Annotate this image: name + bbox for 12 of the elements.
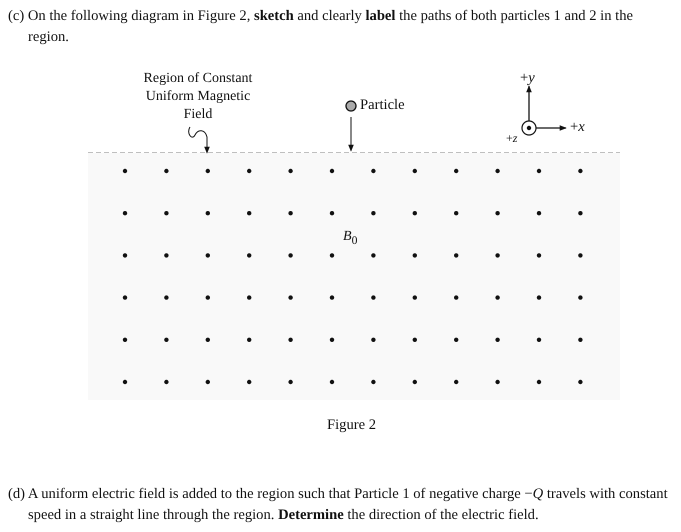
axis-label: +y [520,70,535,87]
arrow [348,116,354,152]
magnetic-field-region [88,153,620,400]
axis-label: +x [570,119,585,136]
region-label: Region of Constant Uniform Magnetic Field [134,70,262,126]
leader-line [188,126,210,154]
particle-label: Particle [360,97,405,114]
question-text: (c) On the following diagram in Figure 2, sketch and clearly label the paths of both particles 1 and 2 in the region. [8,7,634,47]
axis-label: +z [506,131,518,146]
question-text: (d) A uniform electric field is added to the region such that Particle 1 of negative charge −Q travels with constant speed in a straight line through the region. Determine the direction of the electric field. [8,485,669,525]
field-symbol: B$_{0}$ [343,229,358,247]
figure-caption: Figure 2 [327,417,376,434]
